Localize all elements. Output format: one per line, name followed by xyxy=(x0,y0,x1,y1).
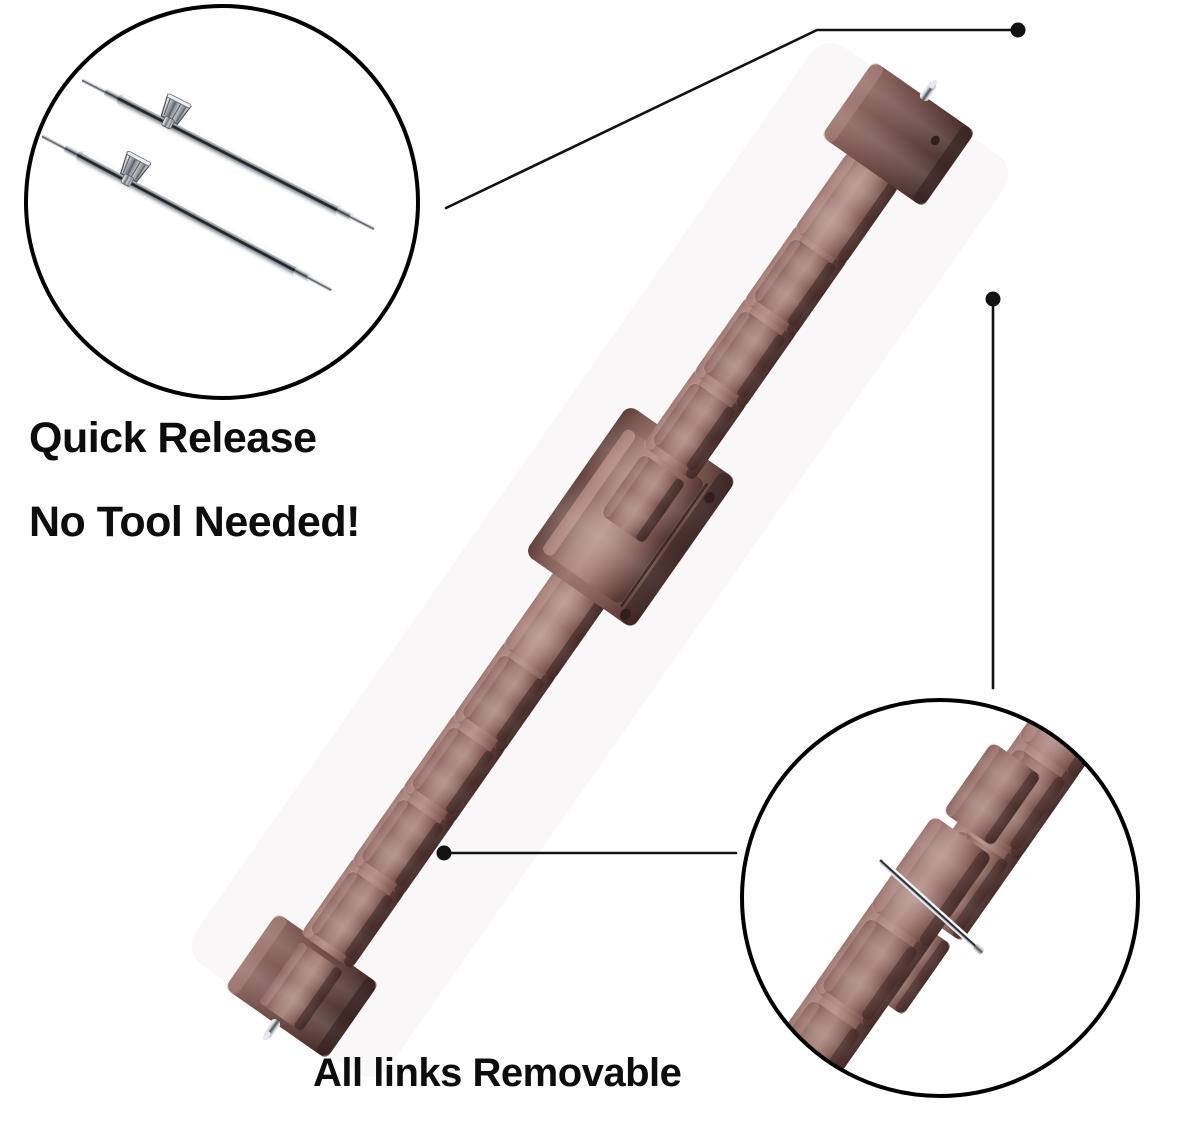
label-all-links-removable: All links Removable xyxy=(313,1051,682,1095)
band-upper-section xyxy=(596,63,974,547)
inset-circle-outline-bottom-right xyxy=(740,698,1140,1098)
link-removal-pin xyxy=(879,858,985,955)
leader-line-quick-release xyxy=(444,22,1026,210)
watch-band-main xyxy=(191,43,1009,1077)
callout-dot-band-lower xyxy=(436,845,452,861)
label-no-tool-needed: No Tool Needed! xyxy=(29,498,360,546)
leader-line-links-horizontal xyxy=(436,845,738,861)
inset-quick-release-spring-bars xyxy=(24,4,420,400)
callout-dot-band-middle xyxy=(985,291,1001,307)
callout-dot-band-top xyxy=(1010,22,1026,38)
label-quick-release: Quick Release xyxy=(29,414,317,462)
inset-removable-links xyxy=(740,698,1140,1098)
band-lower-section xyxy=(226,501,655,1057)
leader-line-links-vertical xyxy=(985,291,1001,690)
inset-circle-outline-top-left xyxy=(24,4,420,400)
